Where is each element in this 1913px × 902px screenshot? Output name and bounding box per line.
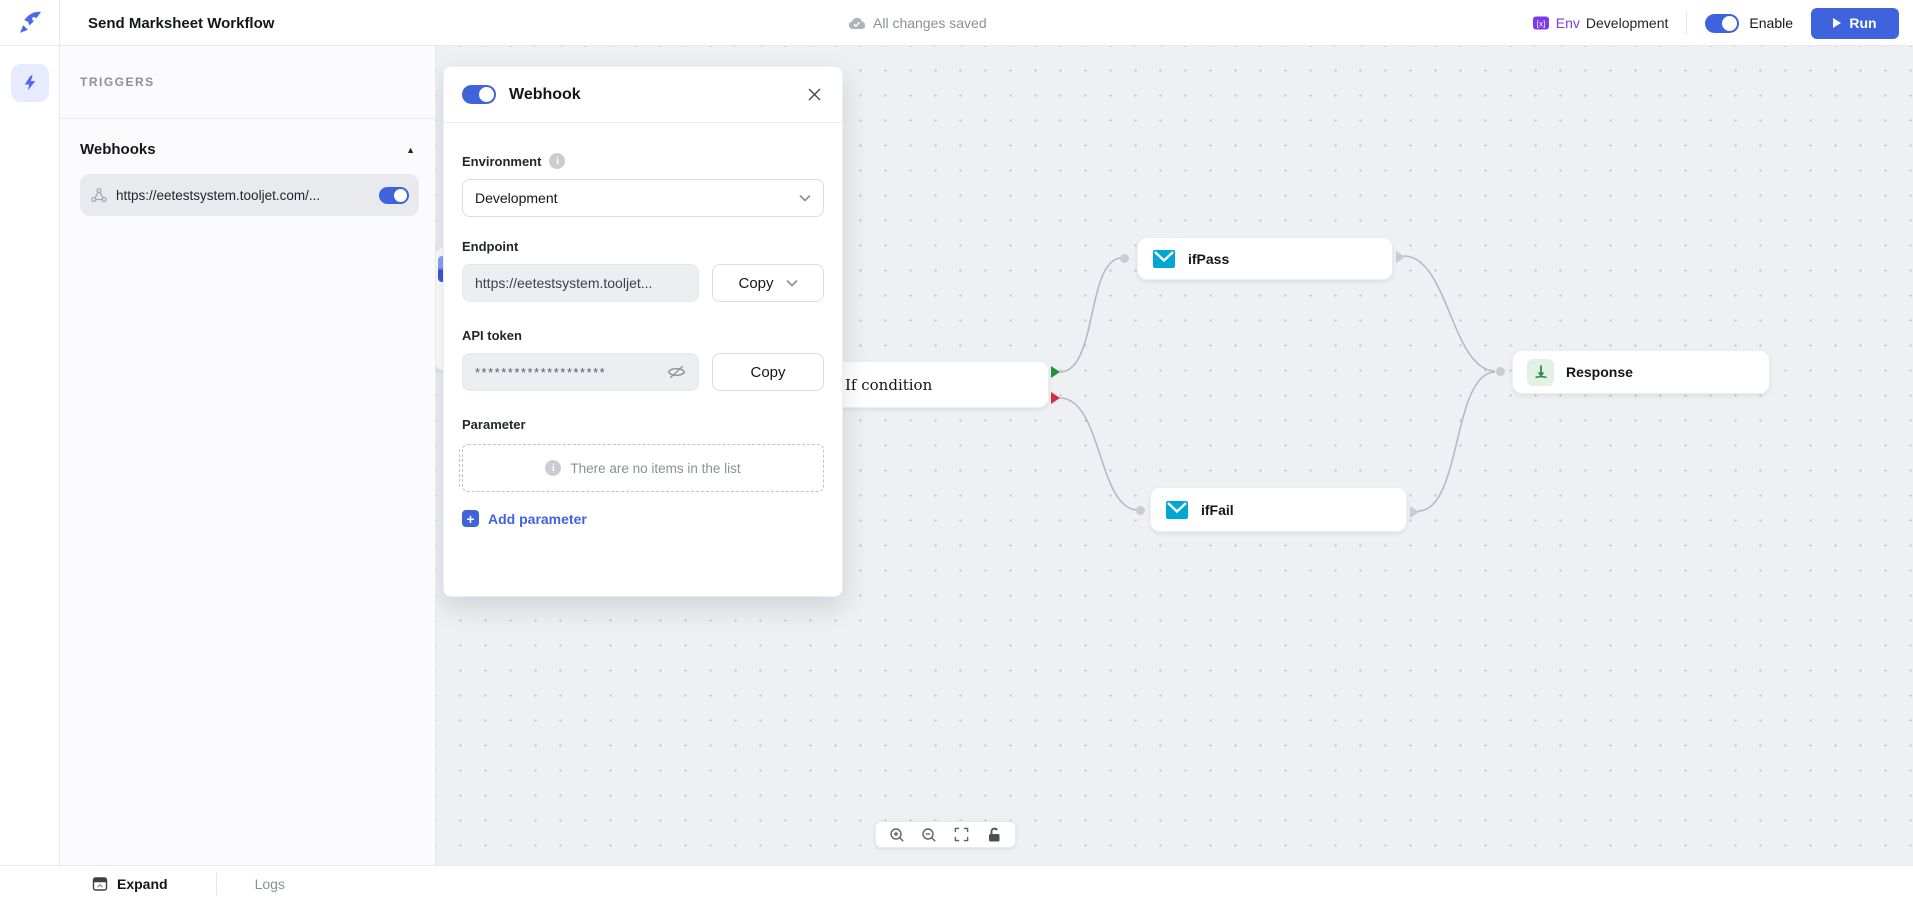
expand-panel-icon: [92, 877, 108, 891]
fit-view-button[interactable]: [951, 824, 973, 846]
add-parameter-button[interactable]: + Add parameter: [462, 510, 824, 527]
expand-button[interactable]: Expand: [92, 876, 168, 892]
copy-label: Copy: [738, 274, 774, 292]
webhook-enable-toggle[interactable]: [462, 85, 496, 104]
triggers-sidebar: TRIGGERS Webhooks ▲ https://eetestsystem…: [60, 46, 436, 865]
enable-label: Enable: [1749, 15, 1793, 31]
lightning-bolt-icon: [24, 75, 36, 91]
run-button[interactable]: Run: [1811, 7, 1899, 39]
endpoint-label: Endpoint: [462, 239, 519, 254]
env-value: Development: [1585, 15, 1669, 31]
zoom-in-button[interactable]: [886, 824, 908, 846]
zoom-out-button[interactable]: [918, 824, 940, 846]
webhook-config-panel: Webhook Environment i Development Endpoi…: [443, 66, 843, 597]
endpoint-value: https://eetestsystem.tooljet...: [475, 275, 653, 291]
close-icon[interactable]: [804, 85, 824, 105]
bottom-bar: Expand Logs: [0, 865, 1913, 902]
endpoint-copy-dropdown[interactable]: Copy: [712, 264, 824, 302]
info-icon: i: [549, 153, 566, 169]
plus-icon: +: [462, 510, 479, 527]
webhook-url: https://eetestsystem.tooljet.com/...: [116, 187, 321, 203]
save-status: All changes saved: [848, 0, 987, 46]
info-icon: i: [545, 460, 562, 476]
chevron-down-icon: [785, 279, 798, 287]
top-bar: Send Marksheet Workflow All changes save…: [0, 0, 1913, 46]
workflow-enable-toggle[interactable]: [1705, 13, 1740, 33]
empty-list-text: There are no items in the list: [570, 460, 741, 476]
lock-button[interactable]: [983, 824, 1005, 846]
env-variable-icon: [x]: [1532, 16, 1549, 30]
environment-label: Environment i: [462, 153, 824, 169]
input-handle-ifpass[interactable]: [1120, 254, 1129, 263]
svg-text:[x]: [x]: [1537, 19, 1545, 28]
copy-label: Copy: [750, 363, 786, 381]
workflow-title: Send Marksheet Workflow: [88, 14, 275, 32]
environment-selected-value: Development: [475, 190, 558, 206]
save-status-text: All changes saved: [873, 15, 987, 31]
email-icon: [1153, 249, 1175, 268]
node-response[interactable]: Response: [1512, 350, 1770, 394]
collapse-caret-icon[interactable]: ▲: [406, 144, 415, 155]
endpoint-input[interactable]: https://eetestsystem.tooljet...: [462, 264, 699, 302]
eye-off-icon[interactable]: [667, 364, 686, 380]
environment-select[interactable]: Development: [462, 179, 824, 217]
logs-button[interactable]: Logs: [254, 876, 285, 892]
output-handle-iffail[interactable]: [1410, 506, 1419, 518]
divider: [215, 873, 217, 895]
left-rail: [0, 46, 60, 902]
add-parameter-label: Add parameter: [488, 510, 587, 527]
triggers-section-title: TRIGGERS: [60, 46, 435, 119]
webhook-panel-header: Webhook: [444, 67, 842, 123]
webhooks-title: Webhooks: [80, 141, 156, 158]
node-label: If condition: [845, 375, 933, 394]
chevron-down-icon: [799, 194, 811, 202]
parameter-label: Parameter: [462, 417, 526, 432]
input-handle-response[interactable]: [1496, 367, 1505, 376]
webhook-list-item[interactable]: https://eetestsystem.tooljet.com/...: [80, 174, 419, 216]
environment-indicator[interactable]: [x] Env Development: [1532, 14, 1669, 32]
node-iffail[interactable]: ifFail: [1150, 487, 1407, 532]
webhook-icon: [91, 187, 107, 203]
divider: [1686, 12, 1688, 34]
webhook-item-toggle[interactable]: [379, 186, 409, 204]
canvas-controls: [875, 821, 1016, 848]
webhooks-group-header[interactable]: Webhooks ▲: [60, 119, 435, 174]
node-label: Response: [1566, 364, 1633, 380]
app-logo[interactable]: [0, 0, 60, 46]
node-label: ifFail: [1201, 501, 1234, 518]
api-token-label: API token: [462, 328, 522, 343]
env-label: Env: [1555, 15, 1580, 31]
output-handle-ifpass[interactable]: [1396, 251, 1405, 263]
expand-label: Expand: [117, 876, 168, 892]
node-label: ifPass: [1188, 250, 1230, 267]
cloud-check-icon: [848, 17, 865, 29]
node-ifpass[interactable]: ifPass: [1137, 237, 1393, 280]
api-token-masked-value: ********************: [475, 364, 607, 380]
output-handle-true[interactable]: [1051, 366, 1060, 378]
parameter-empty-list: i There are no items in the list: [459, 444, 824, 492]
parameter-drag-rail: [459, 449, 460, 487]
rocket-icon: [19, 11, 41, 33]
play-icon: [1833, 18, 1842, 28]
response-icon: [1527, 358, 1554, 386]
input-handle-iffail[interactable]: [1136, 506, 1145, 515]
output-handle-false[interactable]: [1051, 392, 1060, 404]
panel-title: Webhook: [509, 85, 581, 103]
api-token-copy-button[interactable]: Copy: [712, 353, 824, 391]
triggers-rail-tab[interactable]: [11, 64, 49, 102]
api-token-input[interactable]: ********************: [462, 353, 699, 391]
email-icon: [1166, 500, 1188, 519]
